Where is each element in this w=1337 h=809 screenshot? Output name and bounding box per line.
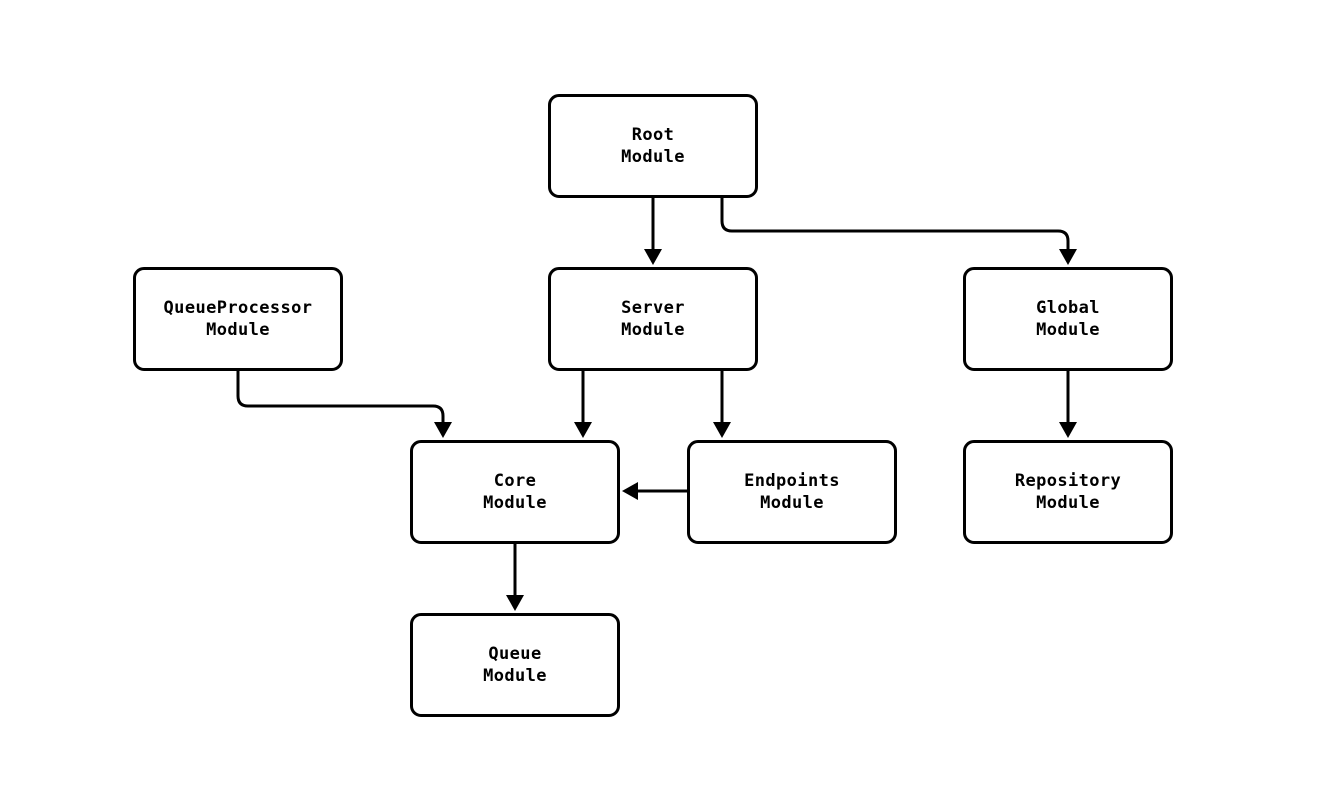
arrowhead-server-endpoints <box>713 422 731 438</box>
arrowhead-global-repository <box>1059 422 1077 438</box>
node-root-line2: Module <box>621 147 685 167</box>
node-core-line2: Module <box>483 493 547 513</box>
node-repository[interactable]: Repository Module <box>963 440 1173 544</box>
node-queue-line2: Module <box>483 666 547 686</box>
arrowhead-queueprocessor-core <box>434 422 452 438</box>
node-server-line1: Server <box>621 298 685 318</box>
node-global[interactable]: Global Module <box>963 267 1173 371</box>
node-repository-line2: Module <box>1036 493 1100 513</box>
arrowhead-root-global <box>1059 249 1077 265</box>
arrowhead-root-server <box>644 249 662 265</box>
node-core[interactable]: Core Module <box>410 440 620 544</box>
node-global-line1: Global <box>1036 298 1100 318</box>
node-server-line2: Module <box>621 320 685 340</box>
arrowhead-endpoints-core <box>622 482 638 500</box>
node-endpoints-line1: Endpoints <box>744 471 840 491</box>
node-repository-line1: Repository <box>1014 471 1122 491</box>
edge-root-global <box>720 198 1070 255</box>
node-root[interactable]: Root Module <box>548 94 758 198</box>
node-endpoints-line2: Module <box>760 493 824 513</box>
node-global-line2: Module <box>1036 320 1100 340</box>
arrowhead-server-core <box>574 422 592 438</box>
arrowhead-core-queue <box>506 595 524 611</box>
node-queue-line1: Queue <box>488 644 542 664</box>
node-queueprocessor[interactable]: QueueProcessor Module <box>133 267 343 371</box>
node-queue[interactable]: Queue Module <box>410 613 620 717</box>
node-queueprocessor-line2: Module <box>206 320 270 340</box>
node-root-line1: Root <box>631 125 675 145</box>
node-endpoints[interactable]: Endpoints Module <box>687 440 897 544</box>
edge-queueprocessor-core <box>236 371 445 428</box>
node-server[interactable]: Server Module <box>548 267 758 371</box>
node-queueprocessor-line1: QueueProcessor <box>163 298 313 318</box>
node-core-line1: Core <box>493 471 537 491</box>
